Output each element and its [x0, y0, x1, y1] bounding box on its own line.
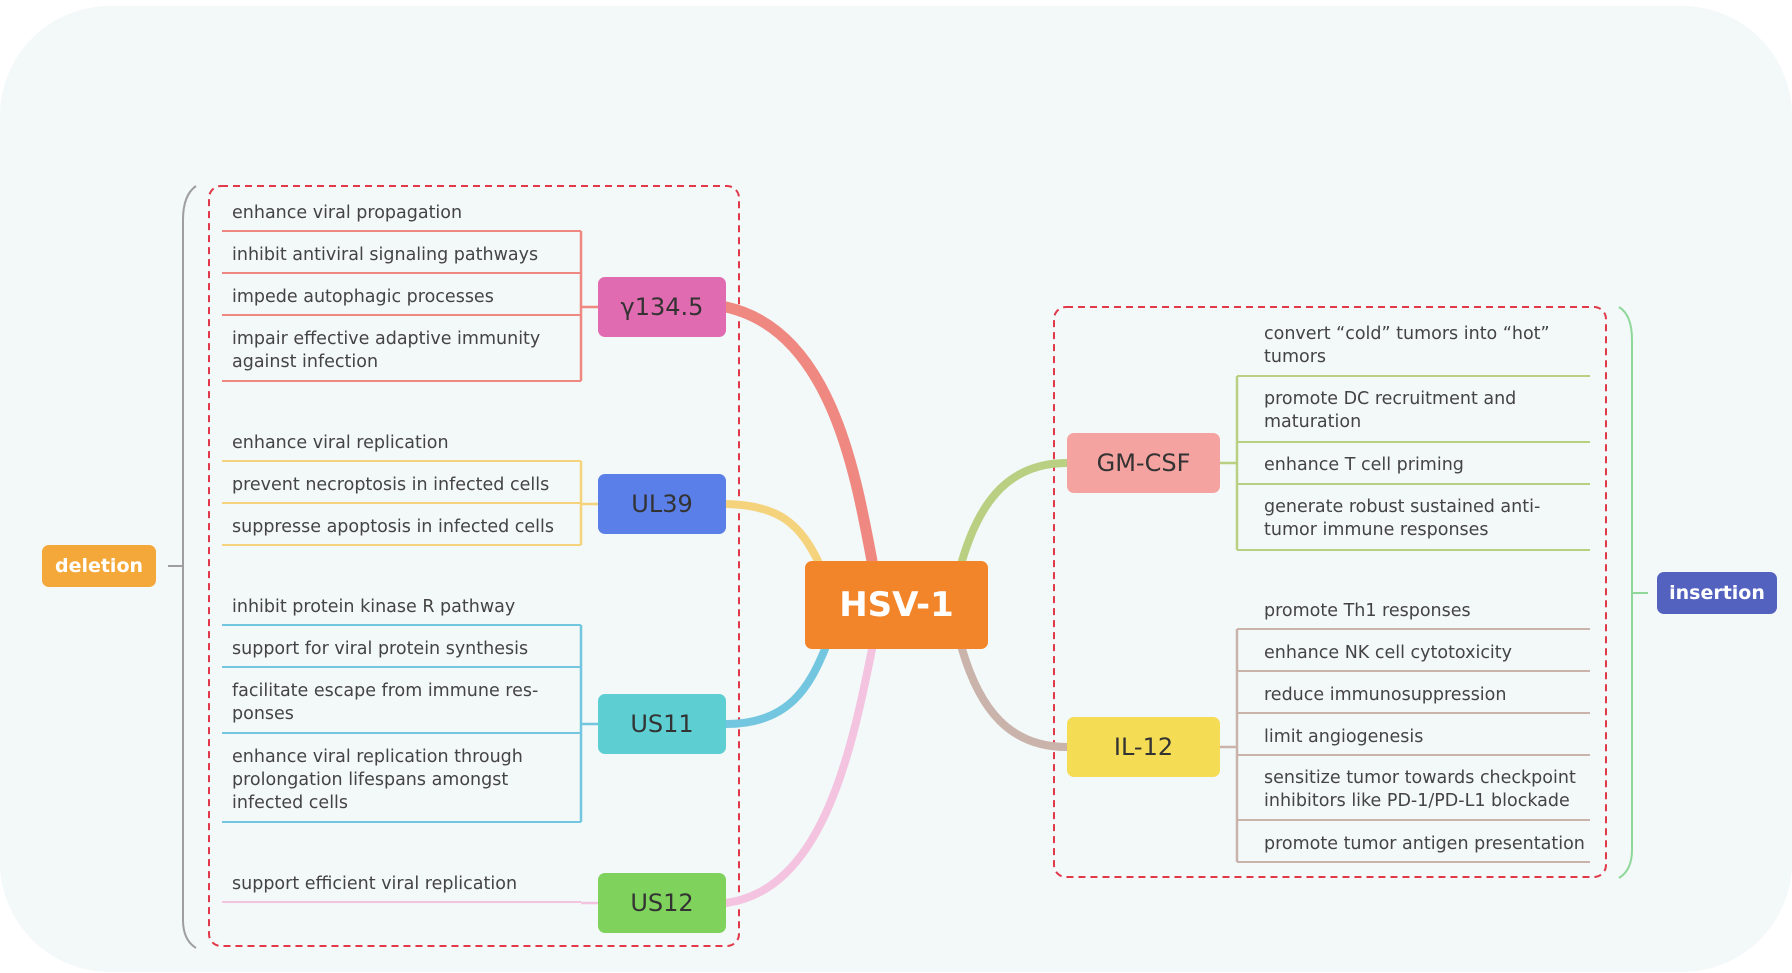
gene-label: GM-CSF — [1096, 449, 1191, 477]
deletion-group-frame — [208, 185, 740, 947]
insertion-bracket — [1618, 306, 1633, 879]
branch-us11 — [722, 645, 829, 728]
group-label-deletion: deletion — [54, 555, 144, 577]
group-label-insertion: insertion — [1669, 582, 1765, 604]
leaf-item: convert “cold” tumors into “hot”tumors — [1264, 324, 1550, 367]
gene-label: US11 — [630, 710, 694, 738]
gene-label: UL39 — [631, 490, 693, 518]
leaf-item: support efficient viral replication — [232, 874, 518, 894]
branch-il12 — [958, 645, 1071, 751]
gene-node-il-12[interactable]: IL-12 — [1067, 717, 1220, 777]
leaf-item: inhibit antiviral signaling pathways — [232, 245, 539, 265]
background-panel — [0, 6, 1792, 972]
branch-us12 — [722, 645, 876, 907]
leaf-item: enhance NK cell cytotoxicity — [1264, 643, 1513, 663]
gene-label: IL-12 — [1113, 733, 1174, 761]
leaf-item: suppresse apoptosis in infected cells — [232, 517, 554, 537]
group-tag-insertion[interactable]: insertion — [1657, 572, 1777, 614]
leaf-item: enhance T cell priming — [1264, 455, 1464, 475]
gene-node-gamma134-5[interactable]: γ134.5 — [598, 277, 726, 337]
group-tag-deletion[interactable]: deletion — [42, 545, 156, 587]
leaf-item: limit angiogenesis — [1264, 727, 1424, 747]
branch-gmcsf — [958, 459, 1071, 565]
leaf-item: prevent necroptosis in infected cells — [232, 475, 550, 495]
branch-ul39 — [722, 500, 822, 565]
insertion-group-frame — [1053, 306, 1607, 878]
gene-label: γ134.5 — [620, 293, 704, 321]
leaf-item: impede autophagic processes — [232, 287, 494, 307]
gene-node-ul39[interactable]: UL39 — [598, 474, 726, 534]
leaf-item: enhance viral propagation — [232, 203, 463, 223]
gene-node-us12[interactable]: US12 — [598, 873, 726, 933]
leaf-item: enhance viral replication — [232, 433, 449, 453]
leaf-item: support for viral protein synthesis — [232, 639, 529, 659]
leaf-item: promote Th1 responses — [1264, 601, 1471, 621]
leaf-item: promote tumor antigen presentation — [1264, 834, 1585, 854]
gene-node-gm-csf[interactable]: GM-CSF — [1067, 433, 1220, 493]
leaf-item: generate robust sustained anti-tumor imm… — [1264, 497, 1541, 540]
leaf-item: inhibit protein kinase R pathway — [232, 597, 516, 617]
center-node-hsv1[interactable]: HSV-1 — [805, 561, 988, 649]
gene-node-us11[interactable]: US11 — [598, 694, 726, 754]
deletion-bracket — [182, 185, 197, 949]
leaf-item: reduce immunosuppression — [1264, 685, 1507, 705]
leaf-item: facilitate escape from immune res-ponses — [232, 681, 539, 724]
center-label: HSV-1 — [839, 585, 954, 625]
gene-label: US12 — [630, 889, 694, 917]
branch-g34 — [720, 301, 878, 567]
